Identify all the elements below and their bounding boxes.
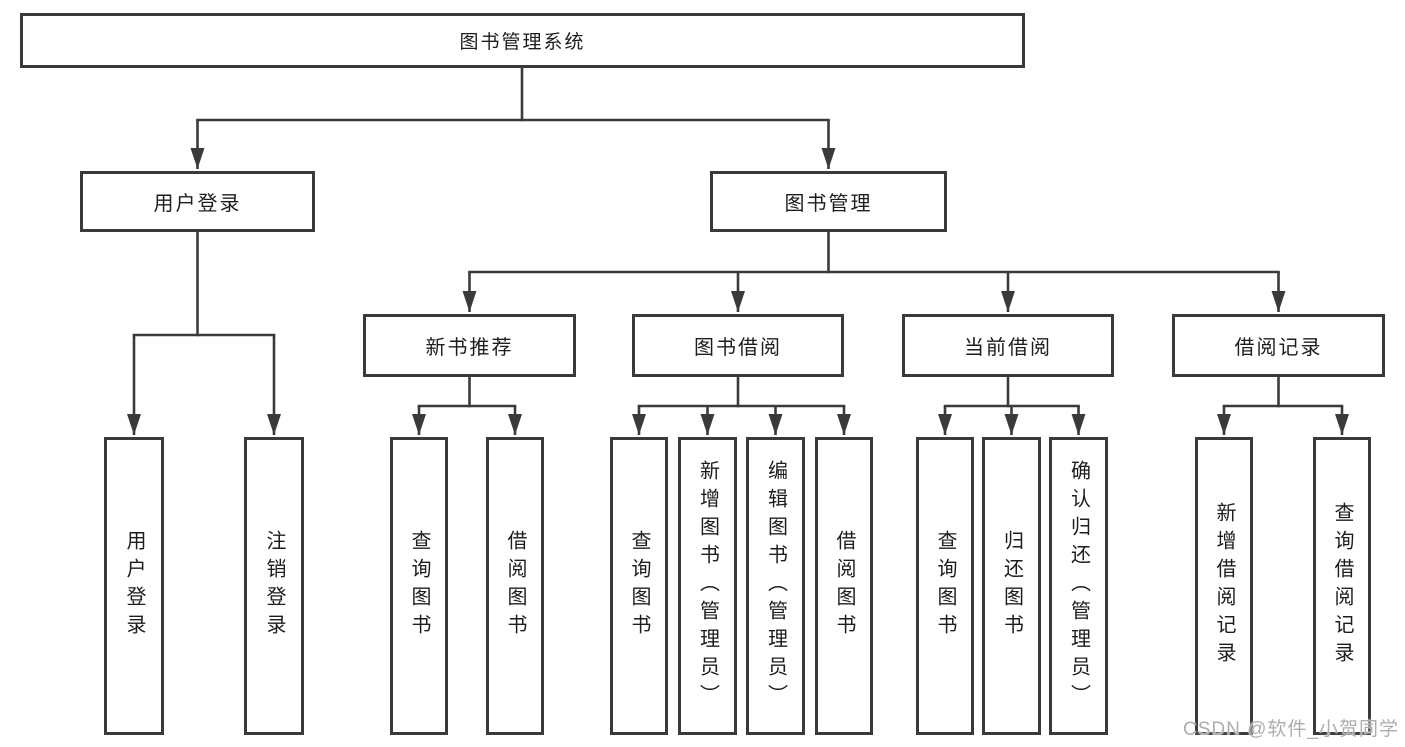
- node-label: 新增图书（管理员）: [696, 460, 719, 712]
- leaf-borrow-borrow-books: 借阅图书: [815, 437, 873, 735]
- leaf-borrow-edit-books-admin: 编辑图书（管理员）: [746, 437, 805, 735]
- node-current-borrowing: 当前借阅: [902, 314, 1114, 377]
- node-label: 查询借阅记录: [1331, 502, 1353, 670]
- leaf-borrow-add-books-admin: 新增图书（管理员）: [678, 437, 737, 735]
- node-label: 图书借阅: [694, 337, 782, 359]
- node-label: 借阅图书: [833, 530, 855, 642]
- leaf-recommend-query-books: 查询图书: [390, 437, 448, 735]
- csdn-watermark: CSDN @软件_小贺同学: [1183, 719, 1399, 740]
- leaf-current-confirm-return-admin: 确认归还（管理员）: [1049, 437, 1108, 735]
- node-label: 注销登录: [263, 530, 285, 642]
- leaf-user-login: 用户登录: [104, 437, 164, 735]
- leaf-logout: 注销登录: [244, 437, 304, 735]
- leaf-add-borrow-record: 新增借阅记录: [1195, 437, 1253, 735]
- node-label: 新书推荐: [425, 337, 514, 359]
- node-label: 归还图书: [1000, 530, 1023, 642]
- node-label: 用户登录: [153, 193, 242, 215]
- node-label: 新增借阅记录: [1213, 502, 1235, 670]
- leaf-current-return-books: 归还图书: [982, 437, 1041, 735]
- node-label: 借阅图书: [504, 530, 526, 642]
- node-book-borrowing: 图书借阅: [632, 314, 844, 377]
- node-label: 查询图书: [408, 530, 430, 642]
- node-label: 当前借阅: [964, 337, 1052, 359]
- node-user-login: 用户登录: [80, 171, 315, 232]
- node-label: 查询图书: [628, 530, 650, 642]
- node-label: 查询图书: [934, 530, 956, 642]
- leaf-recommend-borrow-books: 借阅图书: [486, 437, 544, 735]
- node-label: 借阅记录: [1234, 337, 1323, 359]
- node-book-management: 图书管理: [710, 171, 947, 232]
- node-new-book-recommendation: 新书推荐: [363, 314, 576, 377]
- node-label: 用户登录: [123, 530, 145, 642]
- node-label: 编辑图书（管理员）: [764, 460, 787, 712]
- node-label: 确认归还（管理员）: [1067, 460, 1090, 712]
- node-label: 图书管理系统: [459, 32, 586, 53]
- node-borrowing-records: 借阅记录: [1172, 314, 1385, 377]
- node-library-management-system: 图书管理系统: [20, 13, 1025, 68]
- node-label: 图书管理: [784, 193, 873, 215]
- leaf-borrow-query-books: 查询图书: [610, 437, 668, 735]
- leaf-current-query-books: 查询图书: [916, 437, 974, 735]
- leaf-query-borrow-record: 查询借阅记录: [1313, 437, 1371, 735]
